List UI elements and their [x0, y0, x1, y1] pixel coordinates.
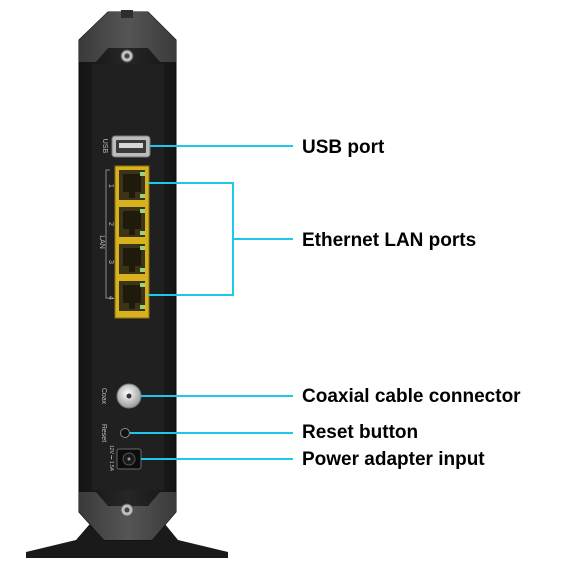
reset-button-callout: Reset button [302, 422, 418, 443]
power-rating-label: 12V ⎓ 1.5A [108, 445, 114, 472]
top-tab [121, 10, 133, 18]
lan-port-1-number: 1 [107, 184, 114, 188]
reset-button[interactable] [120, 428, 130, 438]
lan-port-4-number: 4 [107, 296, 114, 300]
lan-port-2[interactable] [119, 207, 145, 237]
coaxial-cable-connector-callout: Coaxial cable connector [302, 386, 521, 407]
coax-label: Coax [100, 388, 107, 405]
lan-port-4[interactable] [119, 281, 145, 311]
lan-port-3-number: 3 [107, 260, 114, 264]
power-input-jack[interactable] [116, 448, 142, 470]
bottom-screw-icon [120, 503, 134, 517]
reset-label: Reset [100, 424, 107, 442]
lan-group-bracket [105, 169, 110, 299]
lan-port-group [114, 165, 150, 319]
lan-port-3[interactable] [119, 244, 145, 274]
power-adapter-input-callout: Power adapter input [302, 449, 485, 470]
device-top-cap [79, 12, 176, 62]
coax-connector[interactable] [116, 383, 142, 409]
lan-label: LAN [98, 235, 105, 249]
ethernet-lan-ports-callout: Ethernet LAN ports [302, 230, 476, 251]
top-screw-icon [120, 49, 134, 63]
lan-port-1[interactable] [119, 170, 145, 200]
usb-port-callout: USB port [302, 137, 385, 158]
leader-lines [130, 145, 293, 460]
usb-label: USB [101, 139, 108, 154]
usb-port[interactable] [111, 135, 151, 158]
lan-port-2-number: 2 [107, 222, 114, 226]
